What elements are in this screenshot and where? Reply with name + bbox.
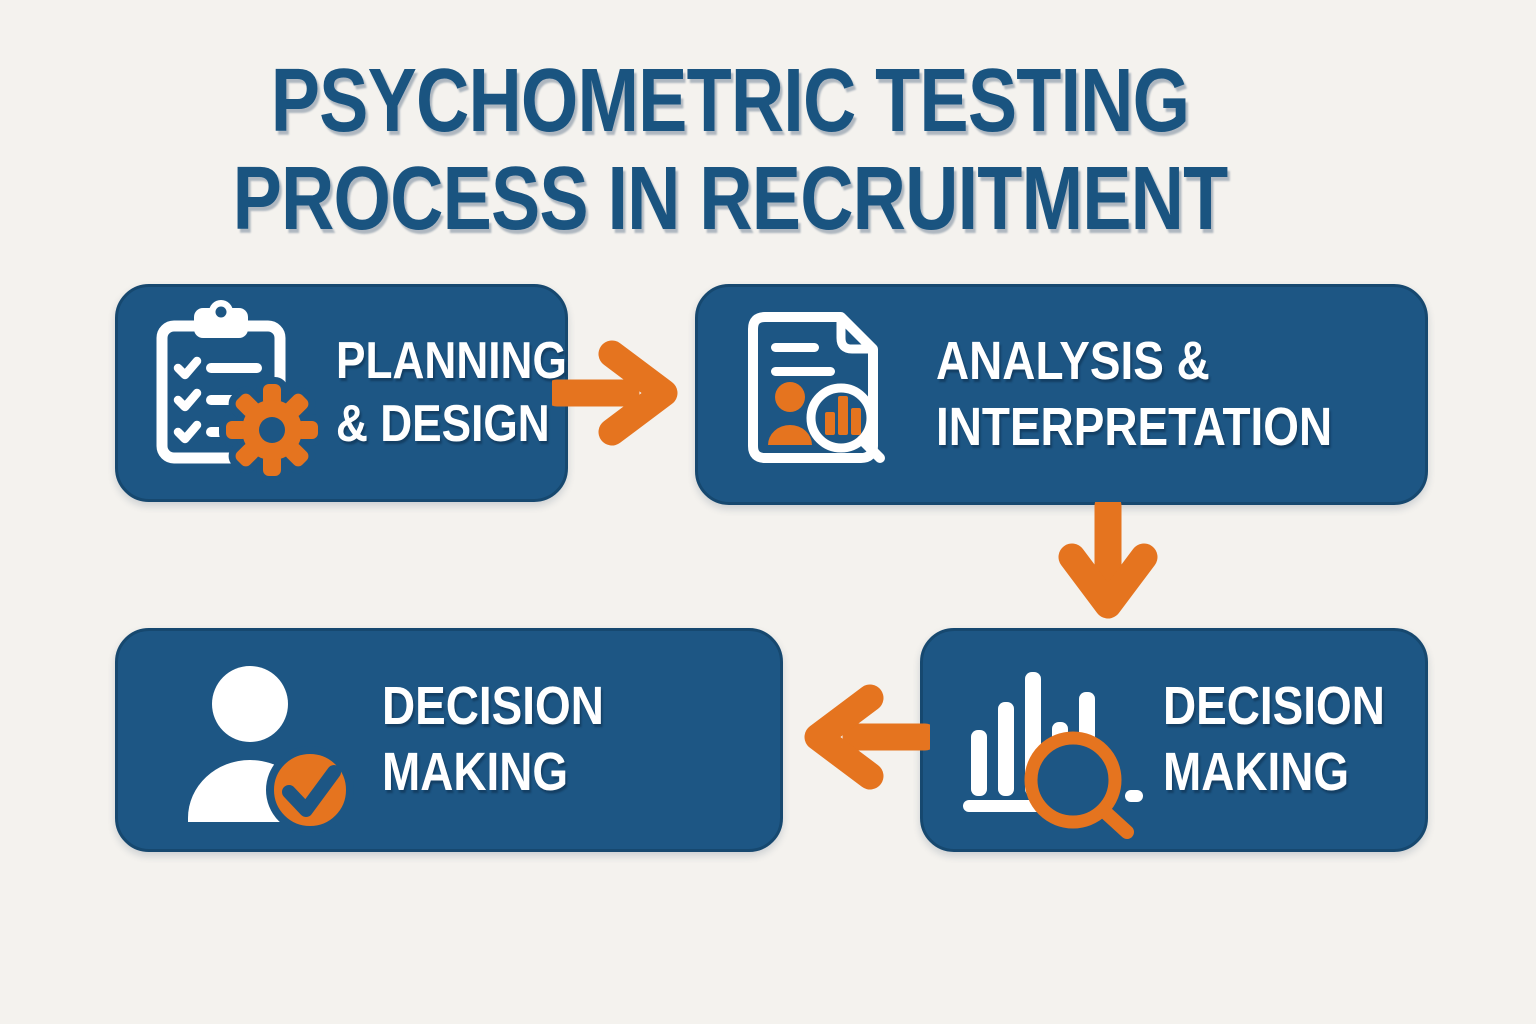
step-label-line2: MAKING — [1163, 742, 1350, 802]
step-planning-design: PLANNING & DESIGN — [115, 284, 568, 502]
step-planning-design-label: PLANNING & DESIGN — [336, 330, 608, 457]
person-approved-icon — [188, 666, 354, 834]
step-decision-making-review: DECISION MAKING — [920, 628, 1428, 852]
page-title-line2: PROCESS IN RECRUITMENT — [232, 149, 1229, 250]
bar-chart-magnifier-icon — [963, 671, 1143, 839]
step-label-line2: & DESIGN — [336, 395, 550, 453]
step-decision-making-final-label: DECISION MAKING — [382, 674, 643, 806]
step-label-line1: DECISION — [1163, 676, 1385, 737]
step-decision-making-review-label: DECISION MAKING — [1163, 674, 1424, 806]
step-label-line1: ANALYSIS & — [936, 330, 1210, 391]
step-analysis-interpretation: ANALYSIS & INTERPRETATION — [695, 284, 1428, 505]
clipboard-checklist-gear-icon — [156, 300, 324, 488]
connector-arrow-left-icon — [804, 684, 930, 790]
step-label-line2: MAKING — [382, 742, 569, 802]
step-label-line1: PLANNING — [336, 331, 567, 390]
step-label-line1: DECISION — [382, 676, 604, 737]
connector-arrow-right-icon — [552, 340, 678, 446]
page-title: PSYCHOMETRIC TESTING PROCESS IN RECRUITM… — [0, 52, 1460, 248]
page-title-line1: PSYCHOMETRIC TESTING — [270, 51, 1190, 151]
report-person-magnifier-icon — [748, 311, 885, 463]
step-label-line2: INTERPRETATION — [936, 396, 1333, 457]
step-analysis-interpretation-label: ANALYSIS & INTERPRETATION — [936, 329, 1402, 461]
step-decision-making-final: DECISION MAKING — [115, 628, 783, 852]
connector-arrow-down-icon — [1058, 502, 1158, 619]
